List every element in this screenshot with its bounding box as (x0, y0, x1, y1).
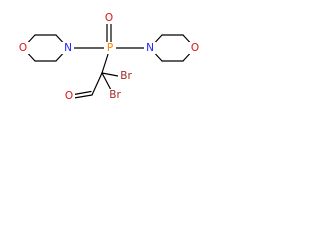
atom-label-o-aldehyde: O (65, 90, 73, 102)
atom-o-morph-right: O (189, 42, 201, 54)
atom-br-upper: Br (118, 70, 134, 82)
left-morpholine-ring (22, 34, 69, 62)
atom-n-right: N (144, 42, 156, 54)
bond-c-to-br-lower (101, 72, 112, 91)
atom-p-center: P (104, 42, 116, 54)
molecule-structure-diagram: O N P O N O Br Br O (17, 12, 201, 102)
atom-label-o-right: O (191, 42, 199, 54)
atom-o-phosphoryl: O (103, 12, 115, 24)
phosphoryl-double-bond (106, 21, 112, 45)
bond-c-to-cho (91, 72, 103, 96)
bond-cho-line-1 (73, 94, 93, 99)
atom-label-o-phosphoryl: O (105, 12, 113, 24)
atom-br-lower: Br (107, 89, 123, 101)
bond-c-to-br-upper (101, 72, 119, 77)
atom-label-o-left: O (19, 42, 27, 54)
right-morpholine-ring (149, 34, 196, 62)
atom-o-morph-left: O (17, 42, 29, 54)
atom-label-n-left: N (64, 42, 72, 54)
atom-n-left: N (62, 42, 74, 54)
aldehyde-double-bond (73, 90, 93, 99)
atom-o-aldehyde: O (63, 90, 75, 102)
atom-label-n-right: N (146, 42, 154, 54)
atom-label-br-lower: Br (109, 89, 121, 101)
atom-label-p: P (107, 42, 113, 54)
atom-label-br-upper: Br (120, 70, 132, 82)
bond-cho-line-2 (73, 90, 92, 96)
